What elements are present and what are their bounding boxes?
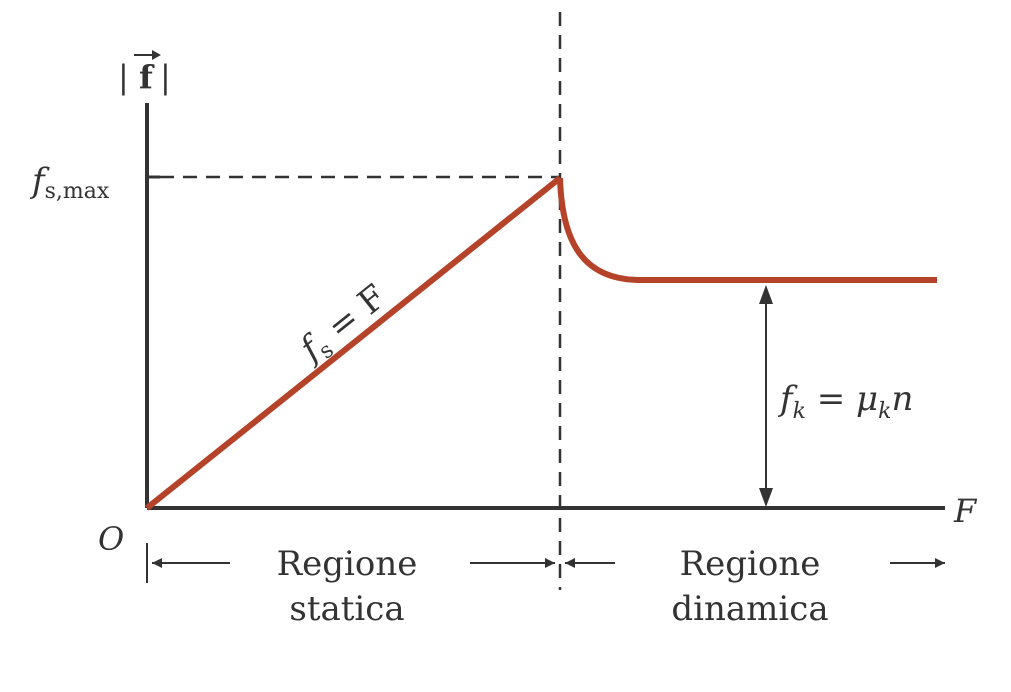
kinetic-friction-label: fk = μkn — [777, 379, 913, 424]
x-axis-label: F — [953, 492, 978, 530]
dynamic-region-label-1: Regione — [680, 544, 821, 584]
kinetic-friction-curve — [557, 177, 937, 283]
static-region-label-1: Regione — [277, 544, 418, 584]
static-friction-label: fs = F — [290, 277, 396, 374]
y-axis-label: | f | — [118, 50, 171, 96]
arrow-head-down — [759, 488, 773, 507]
dynamic-region-label-2: dinamica — [671, 589, 828, 629]
svg-text:|: | — [160, 58, 171, 96]
fsmax-label: fs,max — [29, 161, 110, 204]
svg-text:|: | — [118, 58, 129, 96]
origin-label: O — [98, 520, 124, 558]
static-friction-line — [145, 175, 562, 511]
arrow-head-up — [759, 285, 773, 304]
svg-text:f: f — [139, 58, 155, 96]
static-region-label-2: statica — [289, 589, 404, 629]
